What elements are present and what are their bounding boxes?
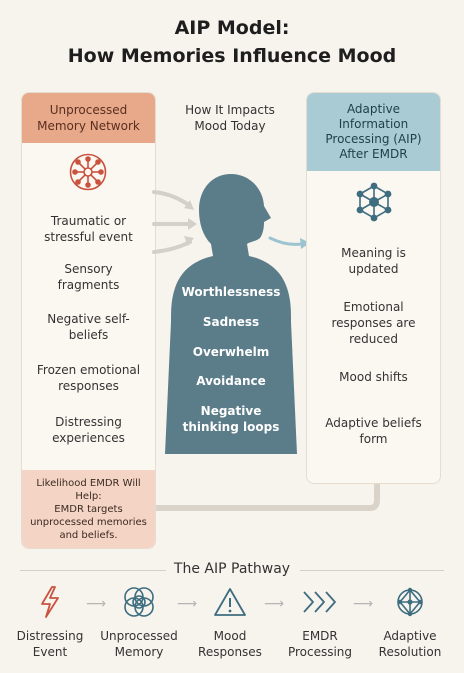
unprocessed-memory-header: Unprocessed Memory Network bbox=[22, 93, 155, 143]
outgoing-arrow bbox=[268, 236, 310, 249]
page-title: AIP Model: How Memories Influence Mood bbox=[0, 14, 464, 70]
header-line: Information bbox=[338, 117, 409, 131]
emdr-likelihood-note: Likelihood EMDR Will Help: EMDR targets … bbox=[22, 470, 155, 548]
step-label: Memory bbox=[114, 645, 164, 659]
pathway-title: The AIP Pathway bbox=[173, 561, 291, 577]
left-item-traumatic-event: Traumatic or stressful event bbox=[44, 214, 133, 244]
pathway-arrow-icon: ⟶ bbox=[86, 596, 107, 612]
chevrons-icon bbox=[303, 591, 336, 613]
note-line: and beliefs. bbox=[59, 529, 118, 541]
human-silhouette bbox=[165, 174, 297, 454]
left-item-negative-self-beliefs: Negative self-beliefs bbox=[47, 312, 130, 342]
left-item-distressing-experiences: Distressing experiences bbox=[52, 415, 125, 445]
connected-network-icon bbox=[356, 182, 392, 222]
unprocessed-memory-card: Unprocessed Memory Network Traumatic or … bbox=[21, 92, 156, 549]
neural-network-icon bbox=[69, 153, 107, 191]
incoming-arrows bbox=[152, 190, 197, 254]
emotion-label-sadness: Sadness bbox=[202, 315, 260, 329]
right-item-responses-reduced: Emotional responses are reduced bbox=[331, 300, 416, 346]
divider-right bbox=[300, 570, 444, 571]
header-line: Memory Network bbox=[37, 119, 140, 133]
pathway-step-mood-responses: Mood Responses bbox=[186, 584, 274, 660]
step-label: Processing bbox=[287, 645, 353, 659]
emotion-label-avoidance: Avoidance bbox=[196, 374, 266, 388]
header-line: Unprocessed bbox=[49, 103, 128, 117]
title-line-1: AIP Model: bbox=[174, 17, 290, 39]
note-line: EMDR targets bbox=[54, 503, 123, 515]
warning-icon bbox=[214, 588, 246, 616]
right-item-meaning-updated: Meaning is updated bbox=[341, 246, 406, 276]
pathway-step-emdr-processing: EMDR Processing bbox=[276, 584, 364, 660]
impact-heading-line: How It Impacts bbox=[185, 103, 275, 117]
step-label: EMDR bbox=[302, 629, 338, 643]
title-line-2: How Memories Influence Mood bbox=[67, 45, 397, 67]
pathway-arrow-icon: ⟶ bbox=[177, 596, 198, 612]
note-line: unprocessed memories bbox=[30, 516, 147, 528]
emotion-label-thinking-loops: thinking loops bbox=[182, 420, 280, 434]
network-icon bbox=[397, 587, 423, 617]
step-label: Mood bbox=[213, 629, 247, 643]
impact-heading-line: Mood Today bbox=[194, 119, 266, 133]
step-label: Event bbox=[32, 645, 68, 659]
step-label: Adaptive bbox=[383, 629, 437, 643]
adaptive-processing-card: Adaptive Information Processing (AIP) Af… bbox=[306, 92, 441, 484]
note-line: Help: bbox=[75, 490, 102, 502]
pathway-step-unprocessed-memory: Unprocessed Memory bbox=[95, 584, 183, 660]
right-item-mood-shifts: Mood shifts bbox=[339, 370, 408, 384]
pathway-arrow-icon: ⟶ bbox=[264, 596, 285, 612]
impact-heading: How It Impacts Mood Today bbox=[170, 102, 290, 134]
right-item-adaptive-beliefs: Adaptive beliefs form bbox=[325, 416, 422, 446]
step-label: Responses bbox=[198, 645, 262, 659]
header-line: Processing (AIP) bbox=[325, 132, 422, 146]
left-item-frozen-responses: Frozen emotional responses bbox=[36, 363, 141, 393]
emotion-label-negative: Negative bbox=[200, 404, 262, 418]
note-line: Likelihood EMDR Will bbox=[36, 477, 141, 489]
emotion-label-worthlessness: Worthlessness bbox=[181, 285, 281, 299]
step-label: Unprocessed bbox=[100, 629, 178, 643]
divider-left bbox=[20, 570, 166, 571]
lightning-icon bbox=[41, 586, 59, 618]
tangled-circles-icon bbox=[124, 587, 154, 617]
header-line: After EMDR bbox=[339, 147, 408, 161]
pathway-arrow-icon: ⟶ bbox=[353, 596, 374, 612]
step-label: Resolution bbox=[378, 645, 442, 659]
pathway-step-adaptive-resolution: Adaptive Resolution bbox=[366, 584, 454, 660]
left-item-sensory-fragments: Sensory fragments bbox=[57, 262, 120, 292]
pathway-step-distressing-event: Distressing Event bbox=[6, 584, 94, 660]
emotion-label-overwhelm: Overwhelm bbox=[192, 345, 270, 359]
header-line: Adaptive bbox=[346, 102, 401, 116]
adaptive-processing-header: Adaptive Information Processing (AIP) Af… bbox=[307, 93, 440, 171]
step-label: Distressing bbox=[16, 629, 84, 643]
